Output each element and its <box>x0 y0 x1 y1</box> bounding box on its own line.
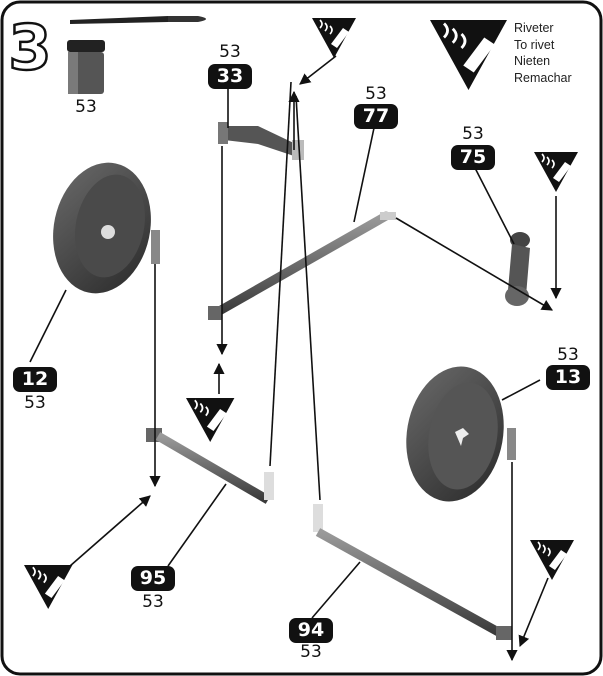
part-12-wheel <box>53 162 160 294</box>
part-77-badge: 77 <box>354 104 398 129</box>
part-77-paint: 53 <box>365 84 387 104</box>
paint-code-label: 53 <box>75 97 97 117</box>
part-13-wheel <box>406 366 516 502</box>
part-33-paint: 53 <box>219 42 241 62</box>
rivet-icon <box>533 151 579 193</box>
part-94-badge: 94 <box>289 618 333 643</box>
legend-line: To rivet <box>514 37 555 52</box>
part-75-paint: 53 <box>462 124 484 144</box>
riveting-tool-icon <box>428 18 509 92</box>
rivet-icon <box>311 17 357 59</box>
part-95-paint: 53 <box>142 592 164 612</box>
part-95-badge: 95 <box>131 566 175 591</box>
part-95-rod <box>146 428 274 504</box>
part-12-paint: 53 <box>24 393 46 413</box>
part-33-badge: 33 <box>208 64 252 89</box>
part-13-paint: 53 <box>557 345 579 365</box>
legend-line: Riveter <box>514 21 554 35</box>
callout-lines <box>29 88 541 619</box>
part-12-badge: 12 <box>13 367 57 392</box>
part-77-rod <box>208 211 396 320</box>
part-33-crank <box>218 122 304 160</box>
paintbrush-icon <box>70 16 206 24</box>
step-number: 3 <box>7 11 53 84</box>
part-75-crank <box>505 232 530 306</box>
rivet-icon <box>529 539 575 581</box>
legend-line: Nieten <box>514 54 551 68</box>
part-13-badge: 13 <box>546 365 590 390</box>
paint-pot-icon <box>67 40 105 94</box>
rivet-legend-text: Riveter To rivet Nieten Remachar <box>514 20 572 86</box>
legend-line: Remachar <box>514 70 572 85</box>
part-94-rod <box>313 504 512 640</box>
rivet-icon <box>185 397 236 443</box>
part-75-badge: 75 <box>451 145 495 170</box>
assembly-arrows <box>69 55 562 662</box>
rivet-icon <box>23 564 74 610</box>
part-94-paint: 53 <box>300 642 322 662</box>
